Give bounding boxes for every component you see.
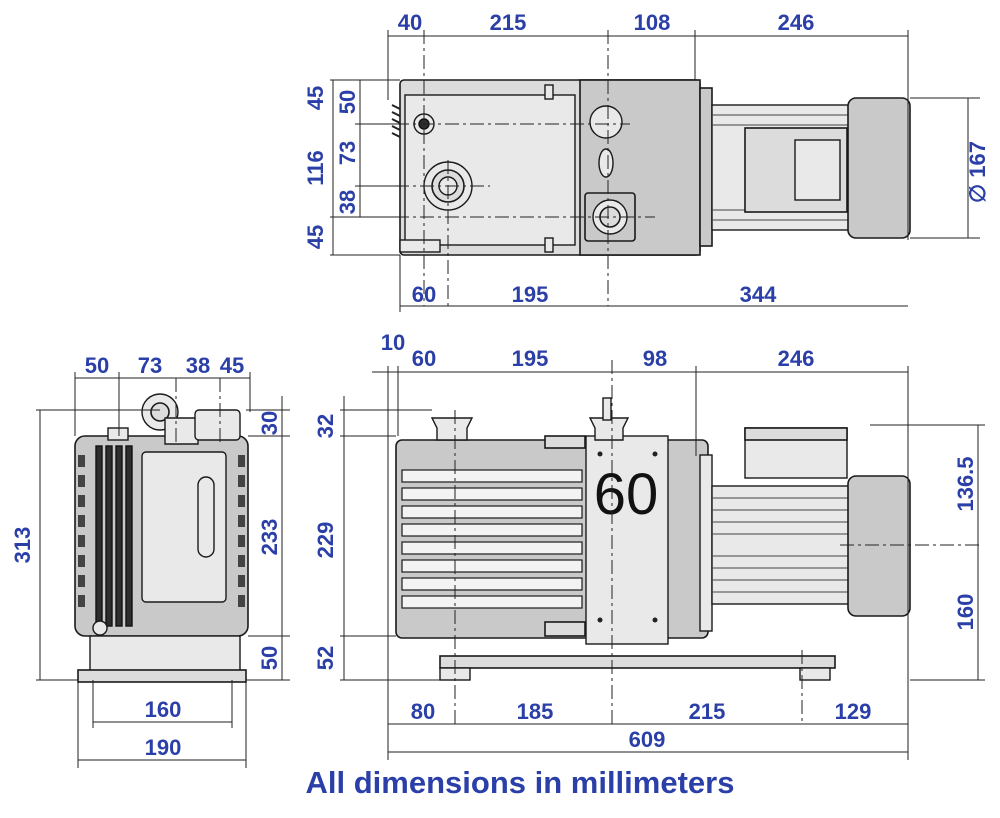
top-view-dim-label: 45 bbox=[303, 225, 328, 249]
end-view-fin bbox=[95, 445, 103, 627]
end-view-outlet-flange bbox=[194, 409, 241, 441]
top-view-spring bbox=[391, 104, 401, 138]
side-view-bolt bbox=[652, 617, 658, 623]
side-view-dim-label: 160 bbox=[953, 594, 978, 631]
end-view-dim-label: 45 bbox=[220, 353, 244, 378]
side-view-lug bbox=[544, 435, 586, 449]
side-view-dim-label: 60 bbox=[412, 346, 436, 371]
side-view-fin bbox=[401, 469, 583, 483]
side-view-bolt bbox=[597, 451, 603, 457]
end-view: 50 73 38 45 30 233 50 313 160 190 bbox=[10, 353, 290, 768]
top-view-dim-label: 344 bbox=[740, 282, 777, 307]
side-view-dim-label: 32 bbox=[313, 414, 338, 438]
end-view-exhaust-cap-core bbox=[150, 402, 170, 422]
side-view-coupling bbox=[699, 454, 713, 632]
top-view: 40 215 108 246 60 195 344 45 116 45 50 7… bbox=[303, 10, 990, 312]
top-view-sight-glass bbox=[598, 148, 614, 178]
end-view-dim-label: 50 bbox=[85, 353, 109, 378]
side-view-outlet-port bbox=[588, 417, 630, 441]
side-view-dim-label: 136.5 bbox=[953, 456, 978, 511]
side-view-base-foot bbox=[799, 667, 831, 681]
side-view-terminal-lid bbox=[744, 427, 848, 441]
side-view-dim-label: 246 bbox=[778, 346, 815, 371]
side-view-motor-body bbox=[711, 485, 853, 605]
end-view-fin bbox=[115, 445, 123, 627]
side-view-fin bbox=[401, 505, 583, 519]
end-view-dim-label: 38 bbox=[186, 353, 210, 378]
side-view-dim-label: 52 bbox=[313, 646, 338, 670]
top-view-motor-fan-cover bbox=[847, 97, 911, 239]
end-view-dim-label: 73 bbox=[138, 353, 162, 378]
side-view-dim-label: 129 bbox=[835, 699, 872, 724]
side-view-dim-label: 80 bbox=[411, 699, 435, 724]
top-view-dim-label: 116 bbox=[303, 150, 328, 186]
end-view-dim-label: 233 bbox=[257, 519, 282, 556]
side-view-bolt bbox=[652, 451, 658, 457]
side-view-dim-label: 195 bbox=[512, 346, 549, 371]
side-view-front-plate bbox=[585, 435, 669, 645]
top-view-dim-label: 50 bbox=[335, 90, 360, 114]
top-view-dim-label: 215 bbox=[490, 10, 527, 35]
top-view-dim-label: 45 bbox=[303, 86, 328, 110]
side-view-overall-length-label: 609 bbox=[629, 727, 666, 752]
side-view-dim-label: 98 bbox=[643, 346, 667, 371]
end-view-base-foot bbox=[77, 669, 247, 683]
top-view-oil-port bbox=[589, 105, 623, 139]
top-view-lug bbox=[544, 84, 554, 100]
side-view-dim-label: 229 bbox=[313, 522, 338, 559]
end-view-dim-label: 190 bbox=[145, 735, 182, 760]
end-view-dim-label: 160 bbox=[145, 697, 182, 722]
top-view-dim-label: 246 bbox=[778, 10, 815, 35]
side-view-fin bbox=[401, 523, 583, 537]
top-view-dim-label: 108 bbox=[634, 10, 671, 35]
side-view-lug bbox=[544, 621, 586, 637]
side-view: 60 bbox=[313, 330, 985, 760]
top-view-lug bbox=[544, 237, 554, 253]
top-view-dimension-lines bbox=[330, 30, 980, 312]
side-view-dim-label: 185 bbox=[517, 699, 554, 724]
end-view-sight-glass bbox=[197, 476, 215, 558]
end-view-dim-label: 50 bbox=[257, 646, 282, 670]
top-view-dim-label: 60 bbox=[412, 282, 436, 307]
side-view-dim-label: 215 bbox=[689, 699, 726, 724]
top-view-dim-label: 40 bbox=[398, 10, 422, 35]
top-view-diameter-label: ∅ 167 bbox=[965, 141, 990, 203]
end-view-dimension-lines bbox=[36, 372, 290, 768]
side-view-fin bbox=[401, 487, 583, 501]
top-view-dim-label: 195 bbox=[512, 282, 549, 307]
top-view-coupling bbox=[699, 87, 713, 247]
side-view-fin bbox=[401, 577, 583, 591]
end-view-inlet-neck bbox=[164, 417, 199, 445]
top-view-dim-label: 38 bbox=[335, 190, 360, 214]
side-view-inlet-port bbox=[430, 417, 474, 441]
side-view-fin bbox=[401, 541, 583, 555]
end-view-drain-plug bbox=[92, 620, 108, 636]
model-number-label: 60 bbox=[594, 462, 659, 527]
end-view-fin bbox=[105, 445, 113, 627]
top-view-terminal-cover bbox=[794, 139, 841, 201]
side-view-bolt bbox=[597, 617, 603, 623]
side-view-fin bbox=[401, 559, 583, 573]
end-view-handle bbox=[107, 427, 129, 441]
end-view-dim-label: 313 bbox=[10, 527, 35, 564]
side-view-valve-stem bbox=[602, 397, 612, 421]
side-view-base-rail bbox=[439, 655, 836, 669]
side-view-motor-fan-cover bbox=[847, 475, 911, 617]
side-view-fin bbox=[401, 595, 583, 609]
end-view-fin bbox=[125, 445, 133, 627]
side-view-dim-label: 10 bbox=[381, 330, 405, 355]
top-view-dim-label: 73 bbox=[335, 141, 360, 165]
side-view-dimension-lines bbox=[340, 366, 985, 760]
end-view-dim-label: 30 bbox=[257, 411, 282, 435]
units-caption: All dimensions in millimeters bbox=[306, 765, 735, 800]
top-view-foot-tab bbox=[399, 239, 441, 253]
